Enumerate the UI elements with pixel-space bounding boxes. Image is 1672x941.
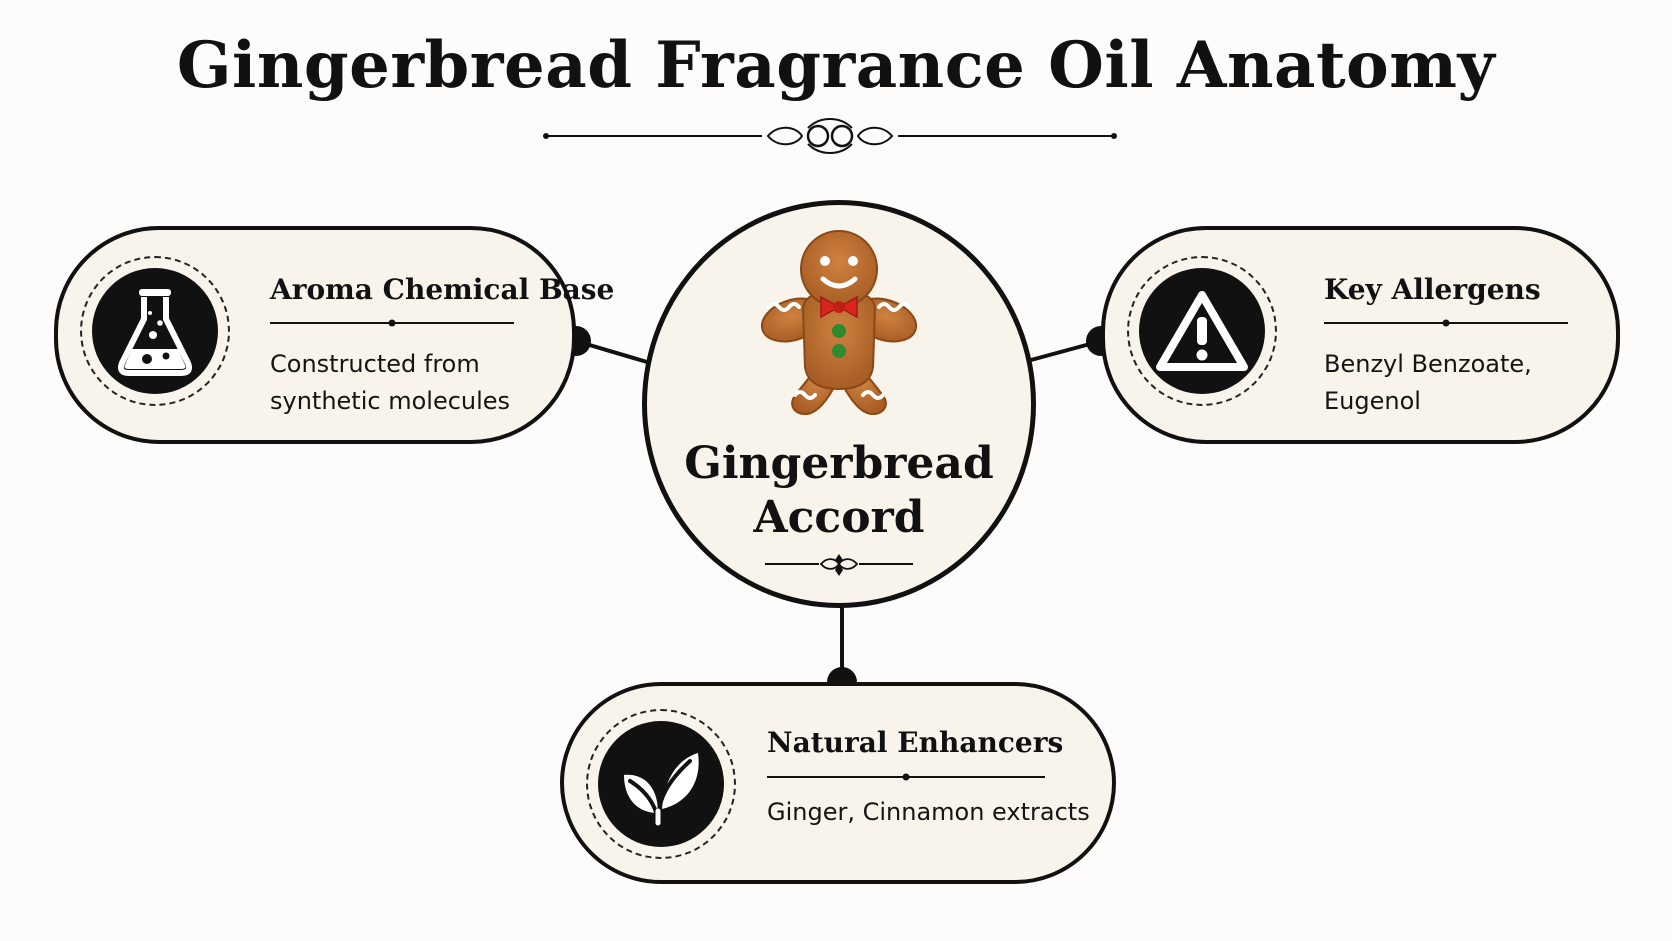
- card-key-allergens: Key Allergens Benzyl Benzoate, Eugenol: [1101, 226, 1620, 444]
- card-title-rule: [270, 319, 514, 327]
- card-description-line: Constructed from: [270, 350, 480, 378]
- card-aroma-chemical-base: Aroma Chemical Base Constructed from syn…: [54, 226, 614, 444]
- card-description-line: Benzyl Benzoate,: [1324, 350, 1532, 378]
- card-title-rule: [767, 773, 1045, 781]
- card-description: Ginger, Cinnamon extracts: [767, 794, 1090, 831]
- card-icon-ring: [80, 256, 230, 406]
- page-title: Gingerbread Fragrance Oil Anatomy: [176, 28, 1496, 103]
- card-icon-ring: [1127, 256, 1277, 406]
- card-title-rule: [1324, 319, 1568, 327]
- center-flourish: [765, 554, 913, 576]
- card-natural-enhancers: Natural Enhancers Ginger, Cinnamon extra…: [560, 682, 1116, 884]
- title-flourish-divider: [543, 118, 1117, 154]
- card-description-line: synthetic molecules: [270, 387, 511, 415]
- card-description: Benzyl Benzoate, Eugenol: [1324, 346, 1532, 420]
- gingerbread-man-icon: [760, 230, 918, 415]
- card-title: Key Allergens: [1324, 273, 1541, 306]
- card-icon-ring: [586, 709, 736, 859]
- card-description-line: Eugenol: [1324, 387, 1421, 415]
- card-description: Constructed from synthetic molecules: [270, 346, 510, 420]
- card-title: Natural Enhancers: [767, 726, 1064, 759]
- warning-icon: [1139, 268, 1265, 394]
- center-label-line: Accord: [753, 492, 925, 543]
- center-gingerbread-accord: Gingerbread Accord: [642, 200, 1036, 608]
- center-label-line: Gingerbread: [684, 438, 994, 489]
- flask-icon: [92, 268, 218, 394]
- card-title: Aroma Chemical Base: [270, 273, 615, 306]
- center-label: Gingerbread Accord: [647, 437, 1031, 545]
- leaf-icon: [598, 721, 724, 847]
- card-description-line: Ginger, Cinnamon extracts: [767, 798, 1090, 826]
